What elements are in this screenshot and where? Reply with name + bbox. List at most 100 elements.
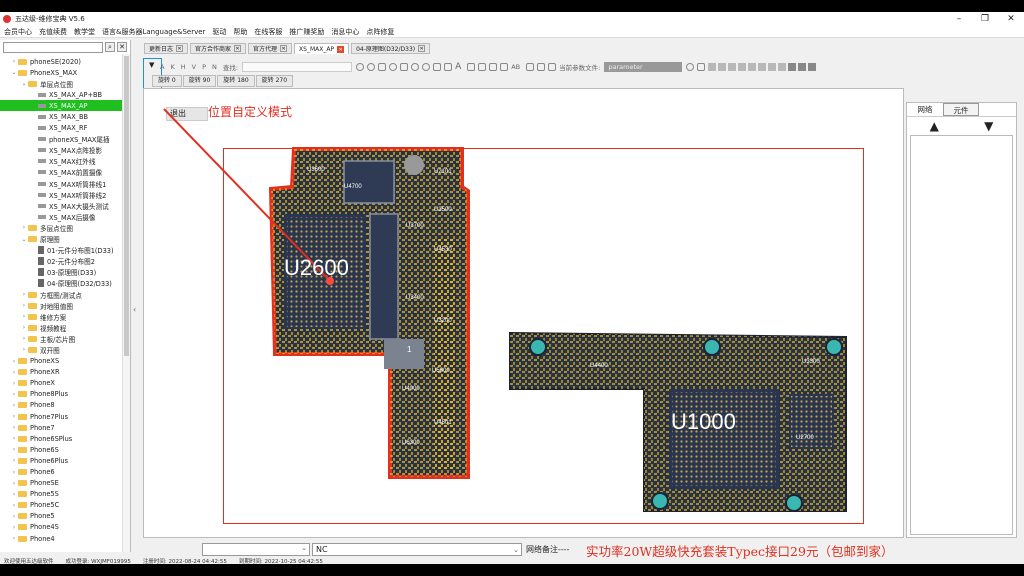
chevron-down-icon[interactable]: ⌄ [21, 80, 27, 88]
list-icon[interactable] [500, 63, 509, 71]
chevron-right-icon[interactable]: › [12, 401, 16, 409]
tree-folder[interactable]: ⌄原理图 [0, 234, 130, 245]
chevron-right-icon[interactable]: › [22, 346, 26, 354]
menu-item[interactable]: 点阵修复 [366, 27, 395, 36]
ab-icon[interactable]: AB [511, 63, 521, 71]
folder-icon[interactable] [548, 63, 557, 71]
menu-item[interactable]: 充值续费 [39, 27, 67, 36]
tree-folder[interactable]: ⌄PhoneXS_MAX [0, 67, 130, 78]
chevron-right-icon[interactable]: › [12, 413, 16, 421]
tree-folder[interactable]: ›维修方案 [0, 311, 130, 322]
menu-item[interactable]: 帮助 [233, 27, 248, 36]
chevron-right-icon[interactable]: › [12, 390, 16, 398]
chevron-down-icon[interactable]: ⌄ [301, 544, 307, 552]
chevron-right-icon[interactable]: › [12, 490, 16, 498]
chevron-right-icon[interactable]: › [22, 302, 26, 310]
tree-folder[interactable]: ›方框图/测试点 [0, 289, 130, 300]
tree-folder[interactable]: ›主板/芯片图 [0, 333, 130, 344]
tree-search-input[interactable] [3, 41, 103, 53]
tree-item[interactable]: XS_MAX_BB [0, 111, 130, 122]
chevron-down-icon[interactable]: ⌄ [513, 546, 519, 554]
layer-btn-2[interactable] [718, 63, 727, 71]
tree-folder[interactable]: ›PhoneXS [0, 356, 130, 367]
chevron-right-icon[interactable]: › [12, 446, 16, 454]
tree-folder[interactable]: ›Phone6SPlus [0, 433, 130, 444]
rotate-180-button[interactable]: 旋转 180 [217, 75, 255, 87]
layer-btn-8[interactable] [778, 63, 787, 71]
menu-item[interactable]: 教学堂 [74, 27, 95, 36]
chevron-right-icon[interactable]: › [12, 523, 16, 531]
edit-icon[interactable] [537, 63, 546, 71]
label-u2700[interactable]: U2700 [796, 435, 814, 441]
result-list[interactable] [910, 135, 1013, 535]
component-select[interactable]: ⌄ [202, 543, 310, 556]
tree-item[interactable]: XS_MAX_RF [0, 123, 130, 134]
toggle-icon[interactable] [686, 63, 695, 71]
layer-icon[interactable] [489, 63, 498, 71]
tree-item[interactable]: XS_MAX点阵投影 [0, 145, 130, 156]
chevron-down-icon[interactable]: ⌄ [21, 235, 27, 243]
tool-dummy-n[interactable]: N [211, 63, 217, 71]
zoom-out-icon[interactable] [422, 63, 431, 71]
tree-item[interactable]: XS_MAX_AP+BB [0, 89, 130, 100]
tree-folder[interactable]: ›Phone6Plus [0, 455, 130, 466]
chevron-right-icon[interactable]: › [12, 368, 16, 376]
tree-folder[interactable]: ›Phone5S [0, 489, 130, 500]
chevron-right-icon[interactable]: › [22, 291, 26, 299]
chevron-right-icon[interactable]: › [12, 357, 16, 365]
label-u6300[interactable]: U6300 [402, 440, 420, 446]
layer-btn-3[interactable] [728, 63, 737, 71]
arrow-icon[interactable] [400, 63, 409, 71]
arrow-down-icon[interactable]: ▼ [984, 119, 994, 133]
tree-folder[interactable]: ›Phone7 [0, 422, 130, 433]
tab-component[interactable]: 元件 [943, 103, 979, 116]
label-u3500[interactable]: U3500 [434, 207, 452, 213]
menu-item[interactable]: 在线客服 [254, 27, 283, 36]
tree-folder[interactable]: ›Phone7Plus [0, 411, 130, 422]
tool-dummy-v[interactable]: V [191, 63, 197, 71]
maximize-button[interactable]: ❐ [980, 14, 990, 24]
label-u1000[interactable]: U1000 [671, 409, 736, 434]
tab-close-icon[interactable]: ✕ [176, 45, 184, 52]
tree-item[interactable]: 02-元件分布图2 [0, 256, 130, 267]
label-u2101[interactable]: U2101 [434, 169, 452, 175]
exit-button[interactable]: 退出 [166, 107, 208, 121]
tree-folder[interactable]: ›PhoneXR [0, 367, 130, 378]
layer-btn-10[interactable] [798, 63, 807, 71]
tree-folder[interactable]: ›双开图 [0, 344, 130, 355]
tree-folder[interactable]: ›视频教程 [0, 322, 130, 333]
collapse-arrow-icon[interactable]: ‹ [133, 305, 137, 314]
chevron-right-icon[interactable]: › [12, 468, 16, 476]
circle-icon[interactable] [389, 63, 398, 71]
tree-folder[interactable]: ›对地阻值图 [0, 300, 130, 311]
label-u4400[interactable]: U4400 [590, 363, 608, 369]
tab-item[interactable]: 04-原理图(D32/D33)✕ [351, 43, 431, 54]
chevron-right-icon[interactable]: › [12, 501, 16, 509]
rect-icon[interactable] [378, 63, 387, 71]
label-u3700[interactable]: U3700 [406, 223, 424, 229]
tree-folder[interactable]: ›多层点位图 [0, 222, 130, 233]
chevron-right-icon[interactable]: › [12, 424, 16, 432]
rotate-0-button[interactable]: 旋转 0 [152, 75, 182, 87]
tree-item[interactable]: 01-元件分布图1(D33) [0, 245, 130, 256]
chevron-right-icon[interactable]: › [12, 379, 16, 387]
bold-icon[interactable] [467, 63, 476, 71]
tab-close-icon[interactable]: ✕ [337, 45, 345, 53]
menu-item[interactable]: 语言&服务器Language&Server [102, 27, 206, 36]
tree-folder[interactable]: ›phoneSE(2020) [0, 56, 130, 67]
tab-item[interactable]: 官方合作商家✕ [190, 43, 247, 54]
arrow-up-icon[interactable]: ▲ [929, 119, 939, 133]
tool-dummy-p[interactable]: P [202, 63, 206, 71]
chevron-right-icon[interactable]: › [12, 535, 16, 543]
tree-item[interactable]: 04-原理图(D32/D33) [0, 278, 130, 289]
zoom-icon[interactable] [356, 63, 365, 71]
tree-folder[interactable]: ›Phone5 [0, 511, 130, 522]
zoom-in-icon[interactable] [411, 63, 420, 71]
label-u4530[interactable]: U4530 [434, 247, 452, 253]
ad-banner[interactable]: 实功率20W超级快充套装Typec接口29元（包邮到家） [586, 544, 894, 559]
tree-folder[interactable]: ›PhoneSE [0, 478, 130, 489]
net-select[interactable]: NC⌄ [312, 543, 522, 556]
menu-item[interactable]: 会员中心 [4, 27, 32, 36]
refresh-icon[interactable] [367, 63, 376, 71]
layer-btn-9[interactable] [788, 63, 797, 71]
